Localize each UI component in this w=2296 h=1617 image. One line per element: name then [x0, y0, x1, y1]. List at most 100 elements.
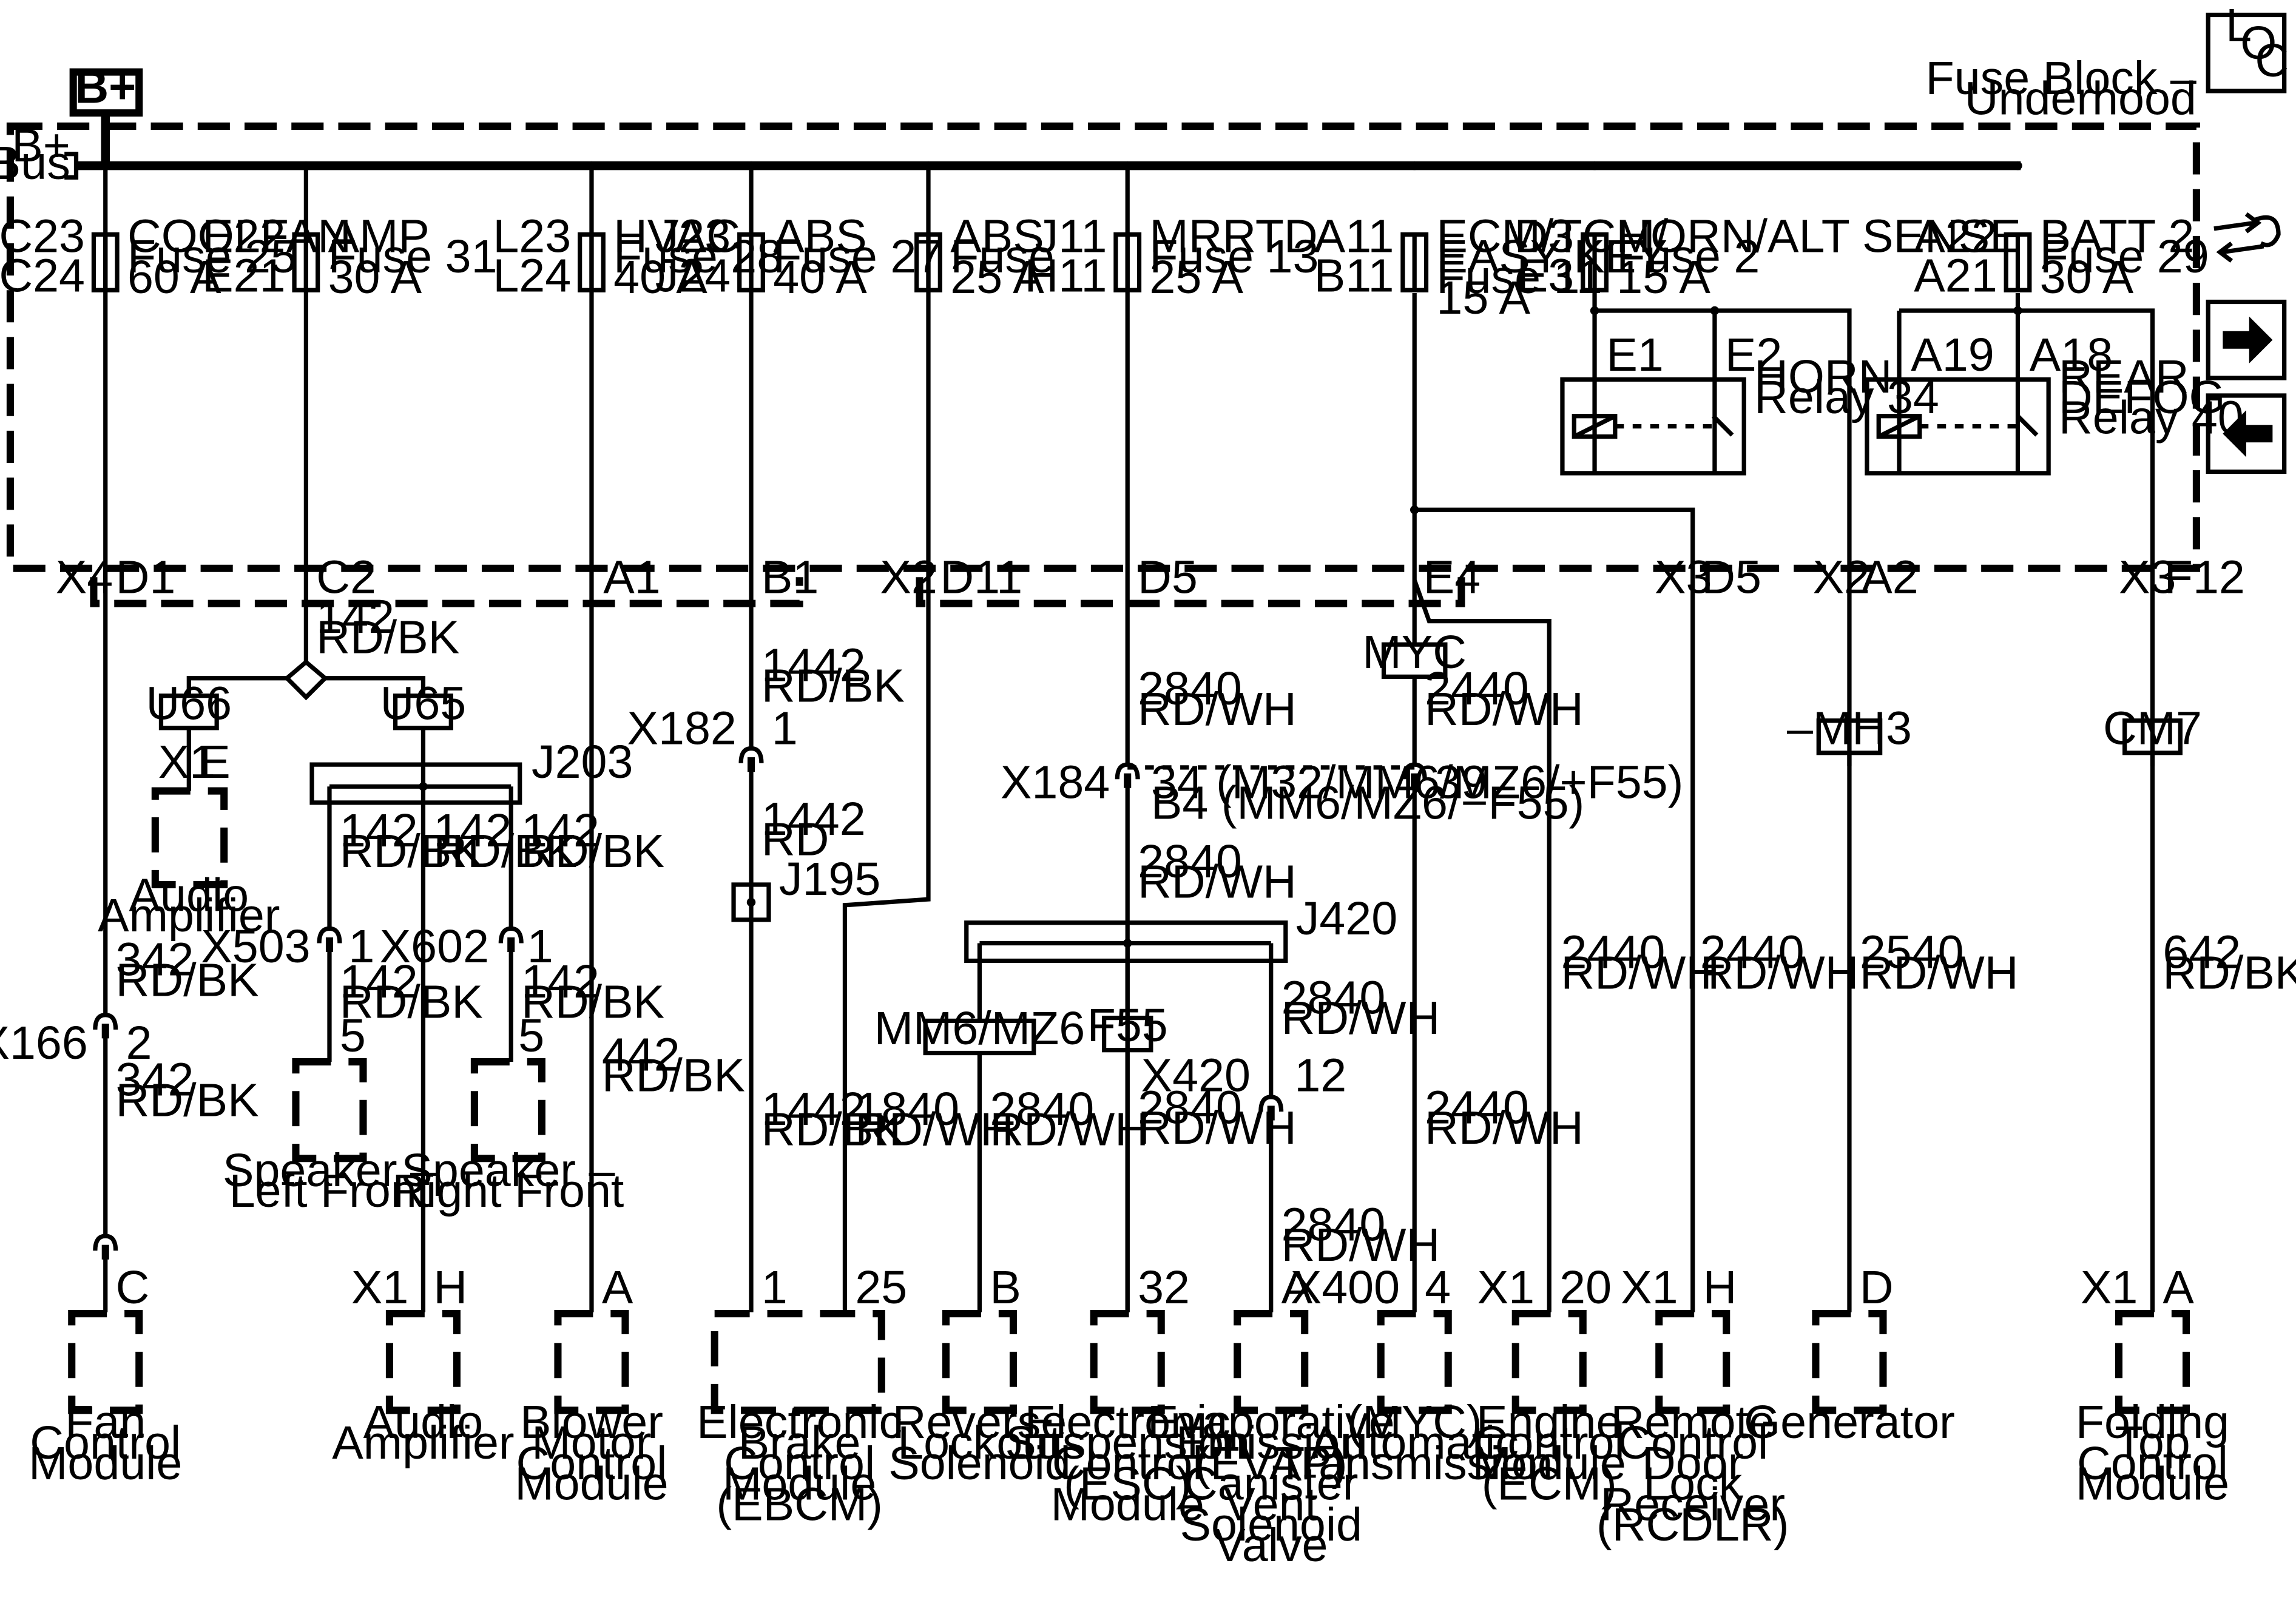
wire-color: RD/BK: [2163, 947, 2296, 999]
wire-circuit-number: 142: [433, 805, 512, 857]
conn-x2b: X2: [1813, 552, 1870, 604]
wire-color: RD/WH: [1425, 683, 1584, 735]
fuse-number: Fuse 29: [2040, 231, 2209, 283]
component-pin: H: [433, 1261, 467, 1314]
component-label-4: (ESC): [1064, 1458, 1191, 1510]
fuse-pin-bot: E3: [1517, 250, 1574, 302]
wire-circuit-number: 142: [340, 805, 418, 857]
component-label-1: Audio: [363, 1396, 484, 1448]
component-connector: X1: [2081, 1261, 2138, 1314]
conn-f12: F12: [2164, 552, 2245, 604]
wire-circuit-number: 442: [602, 1028, 680, 1081]
wire-color: RD/BK: [116, 1074, 259, 1126]
option-myc: MYC: [1362, 626, 1467, 679]
x420-pin: 12: [1294, 1049, 1346, 1101]
conn-a2: A2: [1861, 552, 1918, 604]
component-label-2: Control: [1474, 1417, 1625, 1469]
component-label-1: Electronic: [697, 1396, 902, 1448]
option-mm6: MM6/MZ6: [874, 1002, 1085, 1056]
j203-label: J203: [532, 736, 633, 788]
component-pin: A: [2163, 1261, 2194, 1314]
wire-circuit-number: 342: [116, 934, 194, 986]
b-plus-text: B+: [75, 61, 136, 113]
speaker-right-label-1: Speaker –: [401, 1144, 615, 1197]
component-label-4: Module: [723, 1458, 876, 1510]
connector-x4-outline: [90, 577, 803, 607]
splice-j203: [309, 762, 522, 805]
component-label-3: (EVAP): [1195, 1437, 1348, 1490]
fuse-block-title-1: Fuse Block –: [1926, 52, 2196, 104]
component-label-2: Lockout: [897, 1417, 1061, 1469]
bus-node: [1590, 161, 1599, 170]
relay-horn: E1 E2 HORN Relay 34: [1560, 329, 1939, 476]
loc-icon: L O C: [2206, 0, 2289, 93]
speaker-left-front-box: [292, 1058, 367, 1163]
fuse-pin-top: L23: [493, 210, 571, 262]
wire-color: RD/WH: [1281, 992, 1440, 1044]
x602-pin: 1: [527, 920, 553, 973]
component-label-4: Module: [515, 1458, 668, 1510]
component-label-1: Engine: [1476, 1396, 1622, 1448]
component-label-6: Solenoid: [1180, 1499, 1362, 1551]
fuse-amps: 60 A: [127, 251, 221, 303]
component-label-1: Reverse: [893, 1396, 1067, 1448]
wire-color: RD/BK: [116, 954, 259, 1006]
fuse-name: ABS: [950, 210, 1044, 262]
x503-pin2: 5: [340, 1010, 366, 1062]
component-label-6: (RCDLR): [1596, 1499, 1789, 1551]
component-pin: 20: [1559, 1261, 1612, 1314]
loc-c: C: [2255, 35, 2289, 87]
wire-color: RD/WH: [1138, 856, 1297, 908]
component-label-2: Amplifier: [332, 1417, 514, 1469]
fuse-name-2: EASY KEY: [1436, 231, 1667, 283]
wire-circuit-number: 1442: [761, 640, 866, 692]
fuse-pin-top: C23: [0, 210, 85, 262]
wire-color: RD/BK: [602, 1049, 745, 1101]
option-u65: U65: [380, 677, 466, 731]
component-pin: C: [116, 1261, 150, 1314]
conn-d1: D1: [116, 552, 176, 604]
wire-circuit-number: 2840: [990, 1083, 1094, 1135]
wire-circuit-number: 1840: [855, 1083, 959, 1135]
fuse-name: HORN/ALT SENSE: [1616, 210, 2021, 262]
wire-color: RD/WH: [1700, 947, 1859, 999]
fuse-pin-top: D3: [1514, 210, 1575, 262]
relay-defog-name2: DEFOG: [2059, 371, 2226, 424]
component-connector: X1: [351, 1261, 408, 1314]
conn-a1: A1: [603, 552, 660, 604]
inline-connector-7: [93, 1234, 118, 1260]
wire-circuit-number: 2840: [1281, 1198, 1386, 1251]
inline-connectors: [93, 746, 1427, 1260]
component-label-1: Electronic: [1025, 1396, 1231, 1448]
option-u66-label: U66: [146, 677, 232, 729]
component-label-2: Motor: [532, 1417, 651, 1469]
component-label-5: (EBCM): [716, 1478, 883, 1530]
x184-note2: B4 (MM6/MZ6/−F55): [1151, 777, 1584, 829]
x602-pin2: 5: [518, 1010, 544, 1062]
fuse-name: HVAC: [613, 210, 740, 262]
wire-color: RD/BK: [761, 660, 905, 712]
conn-d11: D11: [940, 552, 1022, 604]
wire-color: RD/BK: [316, 612, 459, 664]
inline-connector-1: [1115, 762, 1140, 788]
component-label-3: Control: [2077, 1437, 2228, 1490]
fuse-number: Fuse 2: [1616, 231, 1760, 283]
option-f55-label: F55: [1087, 999, 1168, 1052]
component-label-2: Brake: [738, 1417, 861, 1469]
